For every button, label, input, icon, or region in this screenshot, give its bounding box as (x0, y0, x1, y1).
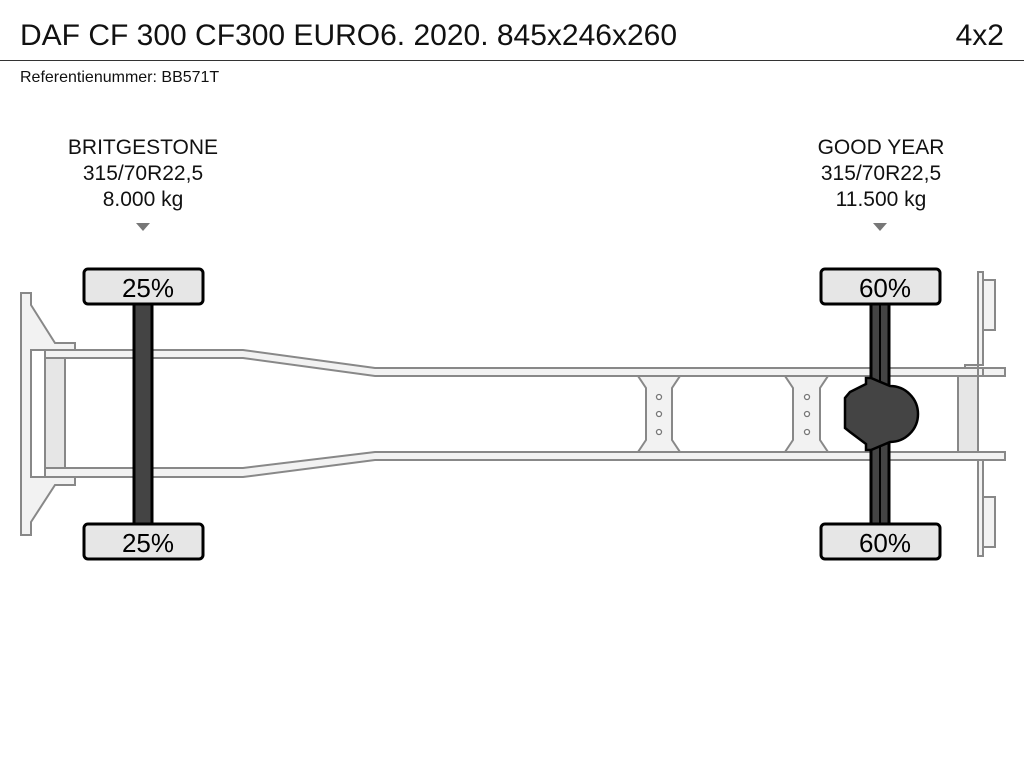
front-right-tire: 25% (82, 522, 205, 561)
rear-axle-info: GOOD YEAR 315/70R22,5 11.500 kg (761, 135, 1001, 213)
front-tire-size: 315/70R22,5 (82, 162, 204, 185)
rear-light (982, 279, 996, 331)
rear-right-load-pct: 60% (859, 528, 911, 558)
rear-bumper (964, 271, 984, 377)
rear-crossmember (957, 375, 979, 453)
axle-configuration: 4x2 (955, 19, 1004, 52)
rear-tire-brand: GOOD YEAR (817, 136, 945, 159)
reference-number: Referentienummer: BB571T (20, 69, 220, 86)
rear-left-tire: 60% (819, 267, 942, 306)
divider (0, 60, 1024, 61)
front-axle (132, 298, 154, 530)
rear-right-tire: 60% (819, 522, 942, 561)
rear-bumper (977, 459, 984, 557)
frame-rail-bottom (44, 451, 1006, 478)
front-axle-info: BRITGESTONE 315/70R22,5 8.000 kg (23, 135, 263, 213)
rear-tire-size: 315/70R22,5 (820, 162, 942, 185)
rear-axle-load: 11.500 kg (835, 188, 927, 211)
front-right-load-pct: 25% (122, 528, 174, 558)
frame-rail-top (44, 349, 1006, 377)
front-left-tire: 25% (82, 267, 205, 306)
front-axle-marker-icon (136, 223, 150, 231)
front-axle-load: 8.000 kg (102, 188, 184, 211)
front-crossmember (30, 349, 46, 478)
differential (843, 376, 920, 452)
page-title: DAF CF 300 CF300 EURO6. 2020. 845x246x26… (20, 19, 678, 52)
rear-left-load-pct: 60% (859, 273, 911, 303)
rear-light (982, 496, 996, 548)
front-left-load-pct: 25% (122, 273, 174, 303)
front-tire-brand: BRITGESTONE (67, 136, 219, 159)
rear-axle-marker-icon (873, 223, 887, 231)
